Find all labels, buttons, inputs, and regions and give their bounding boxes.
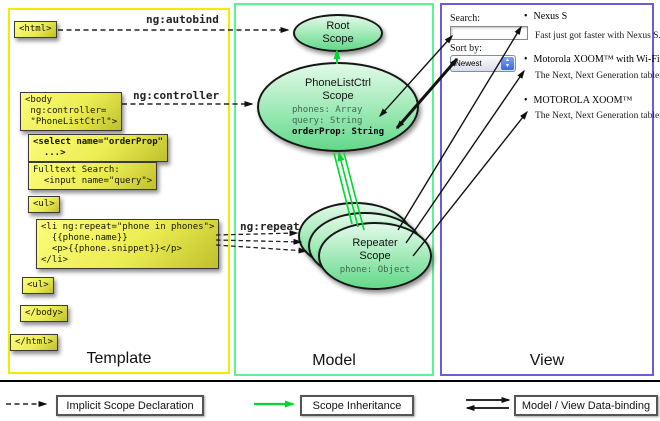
- model-column-label: Model: [312, 352, 356, 369]
- code-box-body-close: </body>: [20, 305, 68, 322]
- search-input[interactable]: [450, 26, 528, 40]
- sort-by-label: Sort by:: [450, 43, 482, 54]
- phonelistctrl-scope-title: PhoneListCtrl Scope: [304, 76, 372, 102]
- code-box-li-repeat: <li ng:repeat="phone in phones"> {{phone…: [36, 219, 220, 269]
- legend-separator: [0, 380, 660, 382]
- select-stepper-icon: ▲▼: [501, 57, 514, 70]
- phonelistctrl-scope-ellipse: PhoneListCtrl Scope phones: Array query:…: [257, 62, 419, 152]
- repeater-scope-title: Repeater Scope: [352, 236, 398, 262]
- repeater-scope-ellipse: Repeater Scope phone: Object: [318, 222, 432, 290]
- phonelistctrl-scope-properties: phones: Array query: String orderProp: S…: [291, 104, 385, 137]
- code-box-ul-open: <ul>: [28, 196, 60, 213]
- code-box-body-open: <body ng:controller= "PhoneListCtrl">: [20, 92, 123, 131]
- ng-autobind-label: ng:autobind: [146, 13, 219, 26]
- legend-scope-inheritance: Scope Inheritance: [300, 395, 414, 416]
- ng-repeat-label: ng:repeat: [240, 220, 300, 233]
- phone-item-desc: The Next, Next Generation tablet.: [535, 111, 660, 121]
- code-box-html-close: </html>: [10, 334, 58, 351]
- repeater-scope-property: phone: Object: [339, 264, 411, 275]
- code-box-select: <select name="orderProp" ...>: [28, 134, 169, 162]
- code-box-fulltext-search: Fulltext Search: <input name="query">: [28, 162, 158, 190]
- phone-item-desc: Fast just got faster with Nexus S.: [535, 31, 660, 41]
- sort-by-selected-value: Newest: [455, 59, 482, 68]
- view-column-label: View: [529, 352, 565, 369]
- phone-item-desc: The Next, Next Generation tablet.: [535, 71, 660, 81]
- ng-controller-label: ng:controller: [133, 89, 220, 102]
- search-label: Search:: [450, 13, 480, 24]
- sort-by-select[interactable]: Newest ▲▼: [450, 55, 516, 72]
- root-scope-title: Root Scope: [322, 20, 354, 45]
- code-box-html-open: <html>: [14, 21, 57, 38]
- legend-implicit-scope-declaration: Implicit Scope Declaration: [56, 395, 204, 416]
- root-scope-ellipse: Root Scope: [293, 14, 383, 52]
- phone-item-title: Nexus S: [524, 11, 568, 22]
- orderprop-property: orderProp: String: [291, 126, 385, 137]
- model-column: Model: [234, 3, 434, 376]
- phone-item-title: Motorola XOOM™ with Wi-Fi: [524, 54, 660, 65]
- phone-item-title: MOTOROLA XOOM™: [524, 95, 633, 106]
- legend-model-view-data-binding: Model / View Data-binding: [514, 395, 658, 416]
- template-column-label: Template: [86, 350, 152, 367]
- code-box-ul-close: <ul>: [22, 277, 54, 294]
